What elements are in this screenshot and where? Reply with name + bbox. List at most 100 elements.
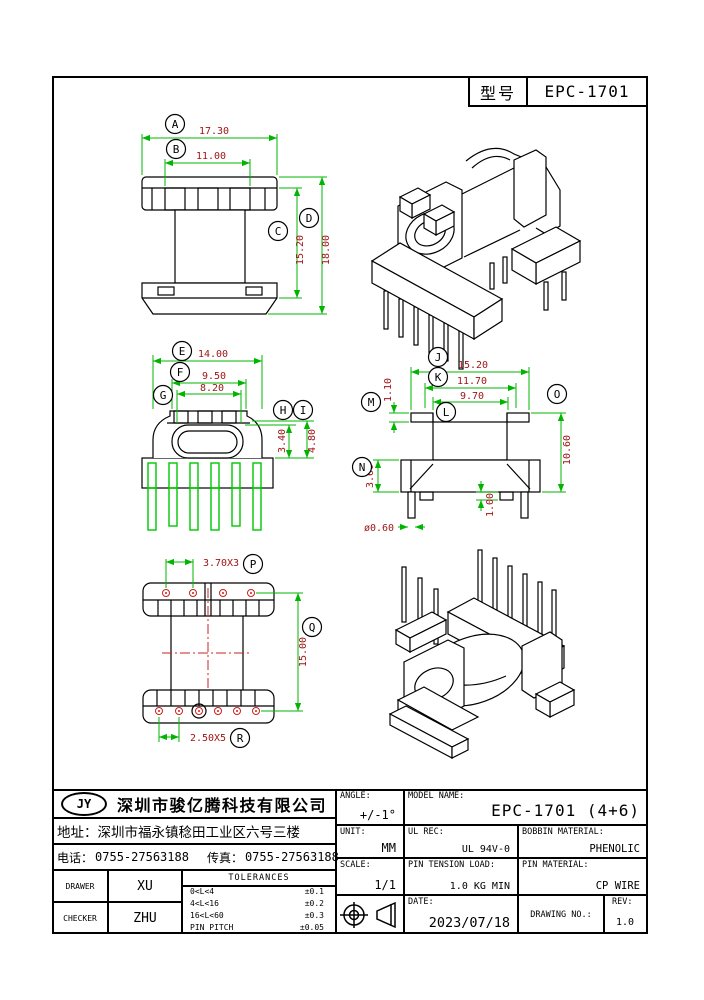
dim-15-20-side: 15.20	[458, 360, 488, 371]
title-block: JY 深圳市骏亿腾科技有限公司 地址： 深圳市福永镇稔田工业区六号三楼 电话： …	[52, 789, 648, 934]
ul-value: UL 94V-0	[461, 844, 510, 855]
checker-label: CHECKER	[63, 913, 97, 923]
bobbin-material-label: BOBBIN MATERIAL:	[522, 827, 604, 837]
rev-value: 1.0	[615, 917, 634, 928]
title-block-grid	[52, 789, 648, 934]
dim-11-00: 11.00	[196, 151, 226, 162]
unit-cell: UNIT: MM	[336, 825, 404, 858]
dim-bubble-G: G	[152, 384, 174, 406]
tol-value: ±0.1	[304, 887, 324, 896]
dim-bubble-Q: Q	[301, 616, 323, 638]
dim-bubble-I: I	[292, 399, 314, 421]
scale-cell: SCALE: 1/1	[336, 858, 404, 895]
date-value: 2023/07/18	[428, 915, 510, 931]
front-view: 17.30 11.00 15.20 18.00 A B C D	[141, 113, 332, 315]
date-label: DATE:	[408, 897, 434, 907]
svg-text:I: I	[300, 404, 307, 417]
tol-range: 16<L<60	[190, 911, 224, 920]
company-phone-fax: 电话： 0755-27563188 传真： 0755-27563188	[52, 844, 339, 870]
dim-1-10: 1.10	[383, 378, 394, 402]
dim-bubble-F: F	[169, 361, 191, 383]
address-value: 深圳市福永镇稔田工业区六号三楼	[97, 825, 301, 840]
model-number-value: EPC-1701	[544, 82, 630, 101]
dim-3-40: 3.40	[277, 429, 288, 453]
company-name: 深圳市骏亿腾科技有限公司	[117, 797, 328, 815]
model-number-label: 型号	[470, 78, 528, 105]
svg-text:B: B	[173, 143, 180, 156]
drawer-label: DRAWER	[65, 881, 95, 891]
tolerances-table: 0<L<4 ±0.1 4<L<16 ±0.2 16<L<60 ±0.3 PIN …	[182, 886, 336, 934]
sheet-border	[52, 76, 648, 934]
tol-value: ±0.3	[304, 911, 324, 920]
svg-text:M: M	[368, 396, 375, 409]
dim-bubble-J: J	[427, 346, 449, 368]
projection-cell	[336, 895, 404, 934]
svg-text:J: J	[435, 351, 442, 364]
pin-tension-cell: PIN TENSION LOAD: 1.0 KG MIN	[404, 858, 518, 895]
dim-bubble-P: P	[242, 553, 264, 575]
projection-symbol-icon	[340, 901, 396, 928]
dim-bubble-E: E	[171, 340, 193, 362]
svg-text:G: G	[160, 389, 167, 402]
company-address: 地址： 深圳市福永镇稔田工业区六号三楼	[52, 818, 336, 844]
ul-label: UL REC:	[408, 827, 444, 837]
scale-label: SCALE:	[340, 860, 371, 870]
dim-pin-dia: ø0.60	[364, 523, 394, 534]
highlighted-pins	[147, 462, 262, 531]
isometric-view-top	[370, 147, 582, 370]
rev-cell: REV: 1.0	[604, 895, 648, 934]
tolerance-row: 16<L<60 ±0.3	[182, 910, 336, 922]
svg-text:C: C	[275, 225, 282, 238]
pin-marks	[155, 589, 260, 719]
dim-8-20: 8.20	[200, 383, 224, 394]
angle-value: +/-1°	[359, 808, 396, 822]
pin-1-marker	[191, 703, 207, 719]
pin-material-label: PIN MATERIAL:	[522, 860, 589, 870]
dim-bubble-A: A	[164, 113, 186, 135]
side-view: 15.20 11.70 9.70 1.10 10.60	[351, 346, 573, 534]
scale-value: 1/1	[374, 878, 396, 892]
dim-bubble-M: M	[360, 391, 382, 413]
end-view: 14.00 9.50 8.20 3.40 4.80 E F G H I	[141, 340, 318, 531]
svg-text:D: D	[306, 212, 313, 225]
angle-label: ANGLE:	[340, 791, 371, 801]
dim-17-30: 17.30	[199, 126, 229, 137]
dim-15-20-front: 15.20	[295, 235, 306, 265]
dim-9-70: 9.70	[460, 391, 484, 402]
dim-bubble-C: C	[267, 220, 289, 242]
dim-3-60: 3.60	[365, 464, 376, 488]
svg-text:P: P	[250, 558, 257, 571]
tolerance-row: 0<L<4 ±0.1	[182, 886, 336, 898]
tol-value: ±0.05	[299, 923, 324, 932]
model-name-value: EPC-1701 (4+6)	[491, 801, 640, 820]
rev-label: REV:	[612, 897, 633, 907]
tolerances-title: TOLERANCES	[228, 873, 290, 883]
angle-cell: ANGLE: +/-1°	[336, 789, 404, 825]
ul-cell: UL REC: UL 94V-0	[404, 825, 518, 858]
isometric-view-bottom	[388, 549, 576, 759]
tol-range: 0<L<4	[190, 887, 215, 896]
dim-3-70x3: 3.70X3	[203, 558, 239, 569]
checker-value: ZHU	[133, 910, 157, 926]
model-name-cell: MODEL NAME: EPC-1701 (4+6)	[404, 789, 648, 825]
svg-text:R: R	[237, 732, 244, 745]
dim-bubble-R: R	[229, 727, 251, 749]
dim-4-80: 4.80	[307, 429, 318, 453]
drawer-value: XU	[137, 878, 153, 894]
svg-text:L: L	[443, 406, 450, 419]
svg-text:O: O	[554, 388, 561, 401]
unit-value: MM	[381, 841, 396, 855]
svg-text:A: A	[172, 118, 179, 131]
fax-label: 传真：	[206, 850, 243, 865]
svg-text:E: E	[179, 345, 186, 358]
top-view: 3.70X3 15.00 2.50X5 P Q R	[142, 553, 323, 749]
svg-text:N: N	[359, 461, 366, 474]
unit-label: UNIT:	[340, 827, 366, 837]
model-number-box: 型号 EPC-1701	[468, 76, 648, 107]
date-cell: DATE: 2023/07/18	[404, 895, 518, 934]
dim-bubble-B: B	[165, 138, 187, 160]
address-label: 地址：	[57, 825, 98, 840]
fax-value: 0755-27563188	[244, 850, 339, 864]
drawing-no-cell: DRAWING NO.:	[530, 909, 592, 920]
